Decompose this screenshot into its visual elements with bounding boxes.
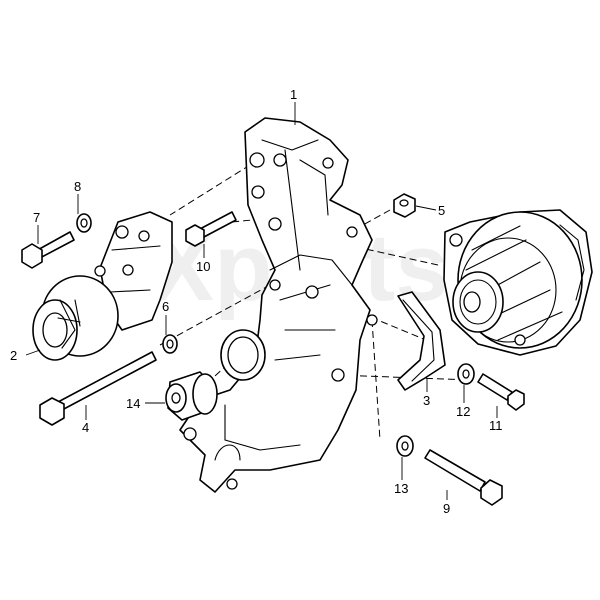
long-bolt [39, 351, 157, 426]
alternator [443, 209, 593, 356]
callouts: 1 2 3 4 5 6 7 8 9 10 11 12 13 14 [10, 87, 503, 516]
callout-9: 9 [443, 501, 450, 516]
callout-2: 2 [10, 348, 17, 363]
callout-11: 11 [489, 418, 503, 433]
callout-7: 7 [33, 210, 40, 225]
callout-12: 12 [456, 404, 470, 419]
bolt-11 [477, 373, 525, 411]
rubber-mount [165, 371, 218, 421]
bolt-9 [424, 449, 503, 506]
main-bracket [179, 117, 378, 493]
callout-5: 5 [438, 203, 445, 218]
callout-14: 14 [126, 396, 140, 411]
callout-10: 10 [196, 259, 210, 274]
small-bolt-7 [21, 231, 75, 269]
washer-13 [396, 435, 414, 457]
callout-4: 4 [82, 420, 89, 435]
drive-belt [397, 291, 446, 391]
washer-8 [76, 213, 92, 233]
callout-13: 13 [394, 481, 408, 496]
callout-1: 1 [290, 87, 297, 102]
washer-6 [162, 334, 178, 354]
nut [393, 193, 416, 218]
belt-tensioner [32, 211, 173, 361]
leader-lines [25, 102, 498, 500]
callout-8: 8 [74, 179, 81, 194]
washer-12 [457, 363, 475, 385]
bolt-10 [185, 211, 237, 247]
callout-6: 6 [162, 299, 169, 314]
callout-3: 3 [423, 393, 430, 408]
